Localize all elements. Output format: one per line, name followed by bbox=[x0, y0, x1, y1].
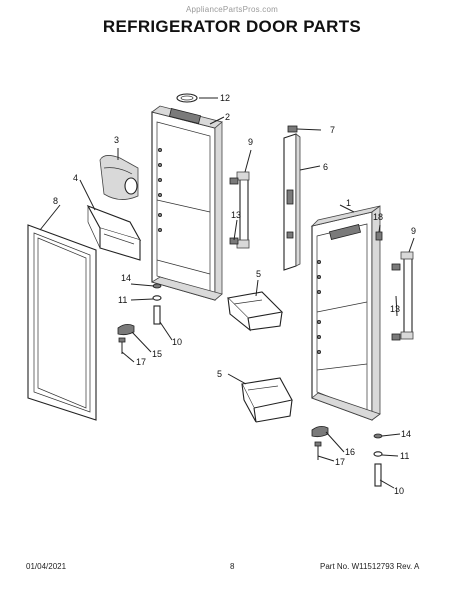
part-13-right-clip bbox=[391, 263, 401, 341]
footer-part-info: Part No. W11512793 Rev. A bbox=[320, 562, 419, 571]
part-1-right-door bbox=[310, 205, 381, 421]
callout-7: 7 bbox=[330, 125, 335, 135]
footer-date: 01/04/2021 bbox=[26, 562, 67, 571]
part-2-left-door bbox=[151, 105, 223, 301]
part-5-lower-bin bbox=[241, 377, 293, 423]
callout-10-left: 10 bbox=[172, 337, 182, 347]
part-18-plug bbox=[375, 231, 383, 241]
callout-4: 4 bbox=[73, 173, 78, 183]
watermark: AppliancePartsPros.com bbox=[186, 5, 278, 14]
callout-10-right: 10 bbox=[394, 486, 404, 496]
callout-11-right: 11 bbox=[400, 451, 409, 461]
callout-9-right: 9 bbox=[411, 226, 416, 236]
part-9-right-bar bbox=[400, 251, 414, 340]
callout-labels: 12 2 3 4 9 7 6 8 13 1 18 9 5 14 11 13 10… bbox=[53, 93, 416, 496]
callout-1: 1 bbox=[346, 198, 351, 208]
part-5-upper-bin bbox=[226, 291, 284, 332]
callout-5-lower: 5 bbox=[217, 369, 222, 379]
callout-13-left: 13 bbox=[231, 210, 241, 220]
part-8-gasket bbox=[27, 224, 97, 421]
leader-lines bbox=[39, 97, 415, 489]
callout-3: 3 bbox=[114, 135, 119, 145]
part-no-value: W11512793 bbox=[351, 562, 395, 571]
callout-14-left: 14 bbox=[121, 273, 131, 283]
rev-label: Rev. bbox=[396, 562, 413, 571]
rev-value: A bbox=[414, 562, 420, 571]
part-4-bin bbox=[86, 204, 142, 261]
page-title: REFRIGERATOR DOOR PARTS bbox=[102, 17, 362, 36]
callout-18: 18 bbox=[373, 212, 383, 222]
callout-2: 2 bbox=[225, 112, 230, 122]
callout-17-right: 17 bbox=[335, 457, 345, 467]
left-lower-hardware bbox=[117, 283, 162, 354]
part-6-mullion bbox=[283, 133, 301, 271]
part-3-bin bbox=[99, 155, 139, 200]
callout-13-right: 13 bbox=[390, 304, 400, 314]
callout-15: 15 bbox=[152, 349, 162, 359]
callout-14-right: 14 bbox=[401, 429, 411, 439]
callout-8: 8 bbox=[53, 196, 58, 206]
part-7-cap bbox=[287, 125, 298, 133]
callout-16: 16 bbox=[345, 447, 355, 457]
part-no-label: Part No. bbox=[320, 562, 350, 571]
part-9-left-bar bbox=[236, 171, 250, 249]
callout-17-left: 17 bbox=[136, 357, 146, 367]
part-12-trim bbox=[176, 93, 198, 103]
callout-11-left: 11 bbox=[118, 295, 127, 305]
callout-6: 6 bbox=[323, 162, 328, 172]
right-lower-hardware bbox=[311, 426, 383, 487]
callout-5-upper: 5 bbox=[256, 269, 261, 279]
footer-page-number: 8 bbox=[230, 562, 235, 571]
callout-9-left: 9 bbox=[248, 137, 253, 147]
callout-12: 12 bbox=[220, 93, 230, 103]
